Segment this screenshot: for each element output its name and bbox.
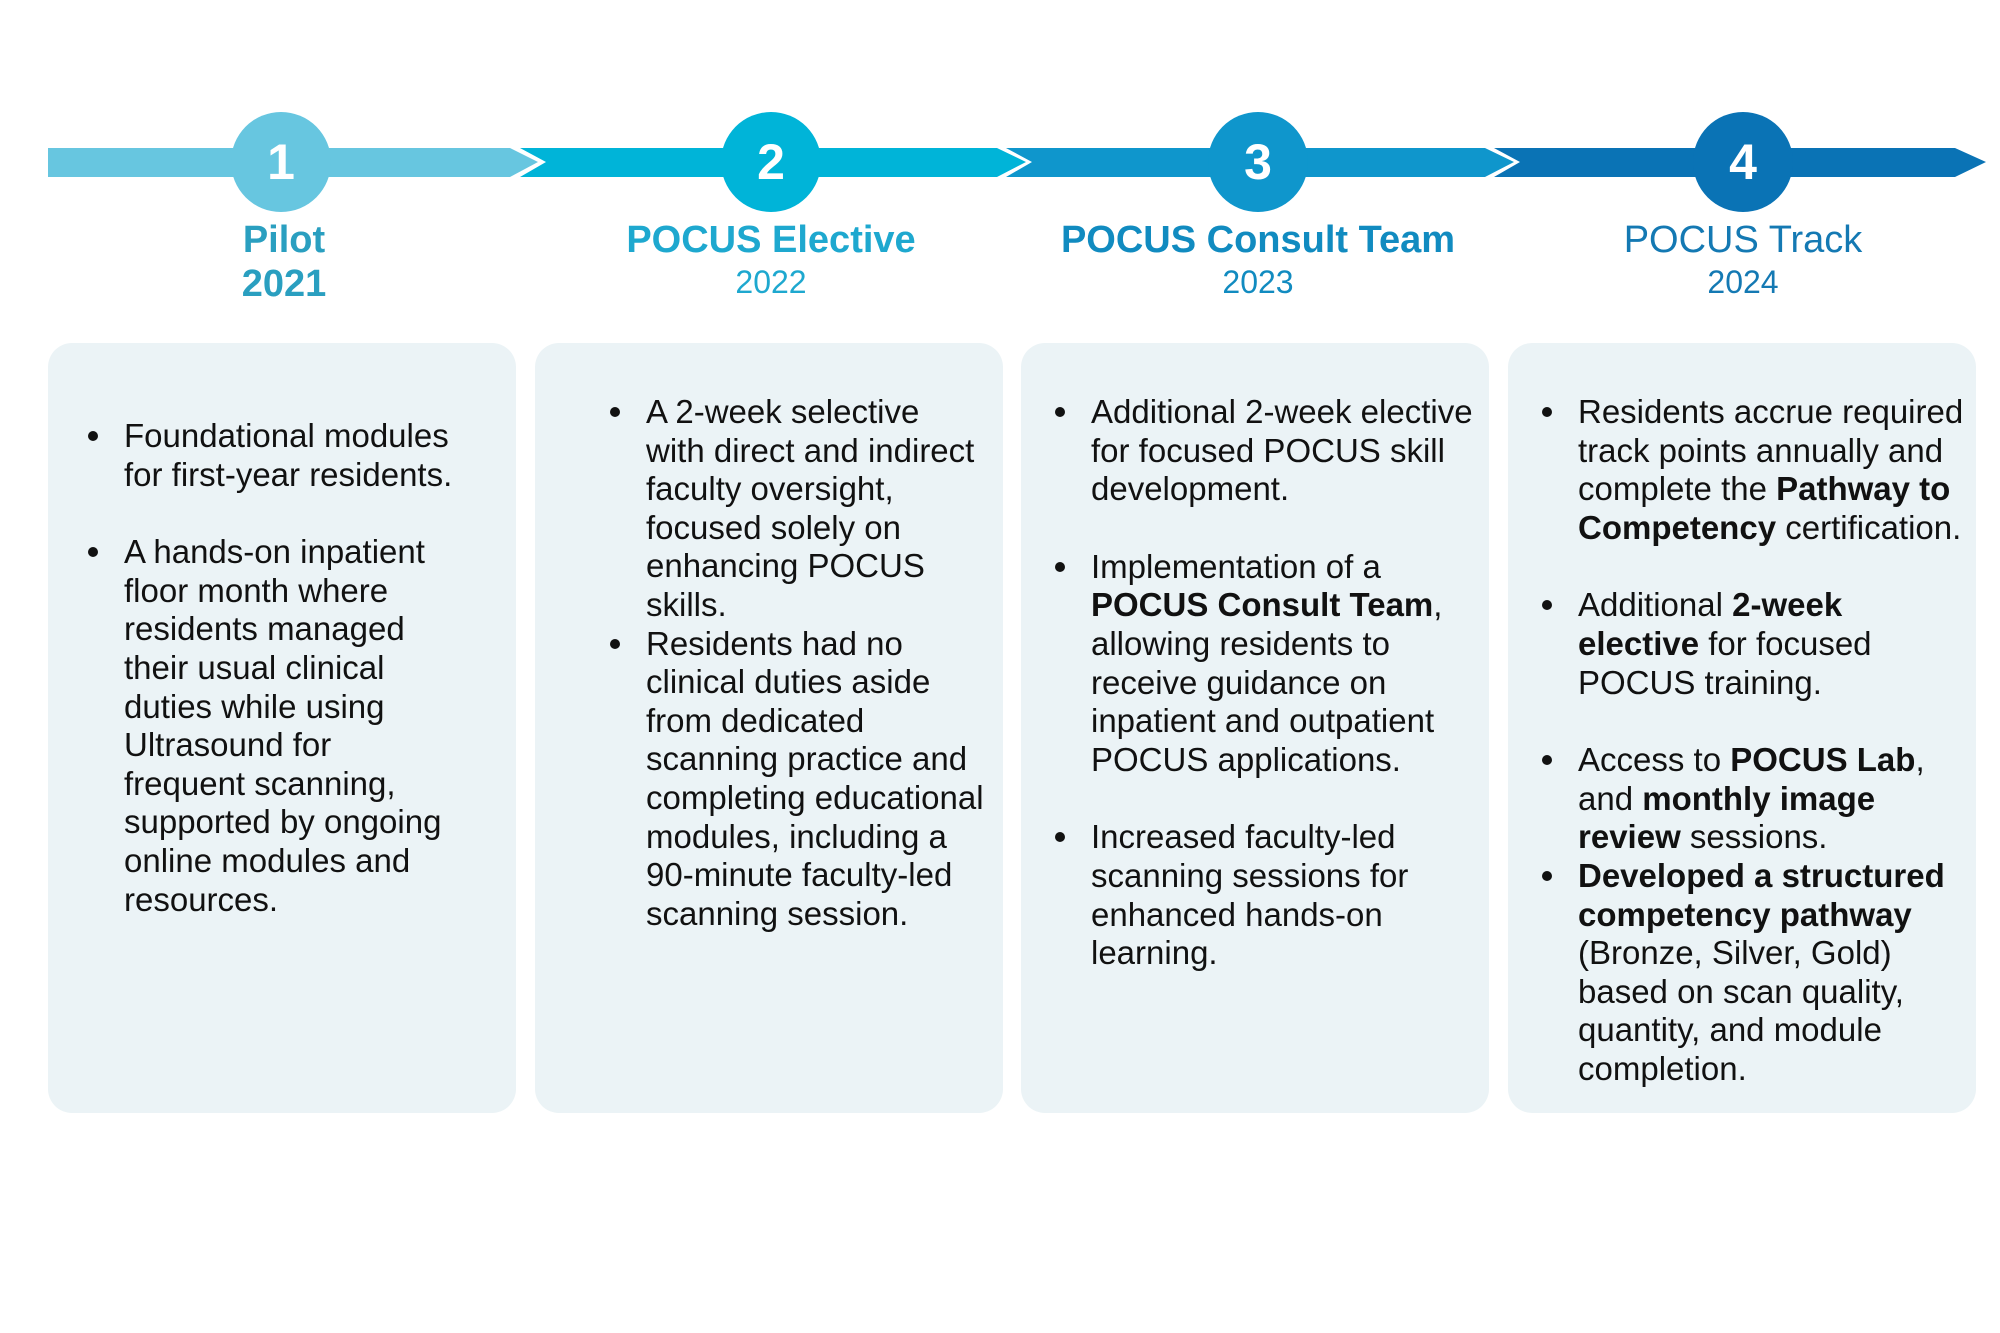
step-3-number-circle: 3 [1208, 112, 1308, 212]
phase-4-bullet: Access to POCUS Lab, and monthly image r… [1542, 741, 1970, 857]
bullet-bold-text: POCUS Consult Team [1091, 586, 1434, 624]
bullet-dot [88, 431, 98, 441]
phase-3-bullet-list: Additional 2-week elective for focused P… [1055, 393, 1481, 973]
bullet-bold-text: Pathway to Competency [1578, 470, 1951, 546]
bullet-dot [610, 407, 620, 417]
bullet-bold-text: monthly image review [1578, 779, 1876, 856]
bullet-text: (Bronze, Silver, Gold) based on scan qua… [1578, 934, 1904, 1087]
step-4-number: 4 [1729, 134, 1757, 190]
phase-2-title: POCUS Elective [626, 219, 916, 261]
step-3-number: 3 [1244, 134, 1272, 190]
phase-4-bullet: Residents accrue required track points a… [1542, 393, 1970, 547]
phase-2-bullet-list: A 2-week selective with direct and indir… [610, 393, 986, 934]
phase-2-year: 2022 [735, 264, 807, 300]
phase-4-bullet: Developed a structured competency pathwa… [1542, 856, 1970, 1089]
step-2-number-circle: 2 [721, 112, 821, 212]
bullet-dot [1055, 561, 1065, 572]
bullet-bold-text: 2-week elective [1578, 586, 1843, 662]
phase-4-year: 2024 [1707, 264, 1779, 300]
phase-3-title: POCUS Consult Team [1060, 219, 1456, 261]
phase-1-bullet-list: Foundational modules for first-year resi… [88, 417, 454, 919]
bullet-text: certification. [1776, 508, 1962, 546]
bullet-dot [1542, 600, 1552, 611]
phase-3-header: POCUS Consult Team 2023 [1023, 218, 1493, 302]
bullet-text: , allowing residents to receive guidance… [1091, 586, 1443, 778]
bullet-dot [1542, 407, 1552, 417]
bullet-text: Additional 2-week elective for focused P… [1091, 393, 1473, 508]
bullet-bold-text: Developed a structured competency pathwa… [1578, 856, 1945, 933]
bullet-dot [88, 547, 98, 558]
bullet-text: A hands-on inpatient floor month where r… [124, 533, 442, 918]
bullet-text: Residents had no clinical duties aside f… [646, 624, 984, 932]
phase-1-bullet: Foundational modules for first-year resi… [88, 417, 454, 494]
phase-1-bullet: A hands-on inpatient floor month where r… [88, 533, 454, 919]
phase-4-header: POCUS Track 2024 [1508, 218, 1978, 302]
bullet-text: , and [1578, 741, 1925, 817]
bullet-dot [1542, 870, 1552, 881]
step-2-number: 2 [757, 134, 785, 190]
bullet-text: Foundational modules for first-year resi… [124, 417, 453, 493]
bullet-text: Access to [1578, 741, 1731, 779]
phase-4-bullet-list: Residents accrue required track points a… [1542, 393, 1970, 1089]
bullet-text: Increased faculty-led scanning sessions … [1091, 818, 1409, 972]
phase-3-bullet: Additional 2-week elective for focused P… [1055, 393, 1481, 509]
bullet-dot [610, 638, 620, 649]
bullet-text: A 2-week selective with direct and indir… [646, 393, 975, 623]
phase-3-bullet: Increased faculty-led scanning sessions … [1055, 818, 1481, 972]
bullet-bold-text: POCUS Lab [1730, 741, 1916, 779]
bullet-text: for focused POCUS training. [1578, 624, 1872, 701]
bullet-text: Additional [1578, 586, 1733, 624]
bullet-text: Residents accrue required track points a… [1578, 393, 1964, 508]
phase-1-title: Pilot [242, 219, 326, 261]
phase-4-bullet: Additional 2-week elective for focused P… [1542, 586, 1970, 702]
bullet-dot [1055, 832, 1065, 843]
bullet-dot [1055, 407, 1065, 417]
bullet-text: Implementation of a [1091, 547, 1381, 585]
phase-2-bullet: A 2-week selective with direct and indir… [610, 393, 986, 625]
phase-4-card: Residents accrue required track points a… [1508, 343, 1976, 1113]
step-1-number-circle: 1 [231, 112, 331, 212]
phase-4-title: POCUS Track [1623, 219, 1863, 261]
phase-3-year: 2023 [1222, 264, 1294, 300]
phase-2-bullet: Residents had no clinical duties aside f… [610, 624, 986, 934]
phase-2-card: A 2-week selective with direct and indir… [535, 343, 1003, 1113]
bullet-text: sessions. [1680, 818, 1828, 856]
step-4-number-circle: 4 [1693, 112, 1793, 212]
phase-3-bullet: Implementation of a POCUS Consult Team, … [1055, 547, 1481, 780]
phase-2-header: POCUS Elective 2022 [536, 218, 1006, 302]
phase-1-card: Foundational modules for first-year resi… [48, 343, 516, 1113]
phase-3-card: Additional 2-week elective for focused P… [1021, 343, 1489, 1113]
phase-1-header: Pilot 2021 [49, 218, 519, 306]
bullet-dot [1542, 755, 1552, 766]
phase-1-year: 2021 [241, 263, 327, 305]
step-1-number: 1 [267, 134, 295, 190]
